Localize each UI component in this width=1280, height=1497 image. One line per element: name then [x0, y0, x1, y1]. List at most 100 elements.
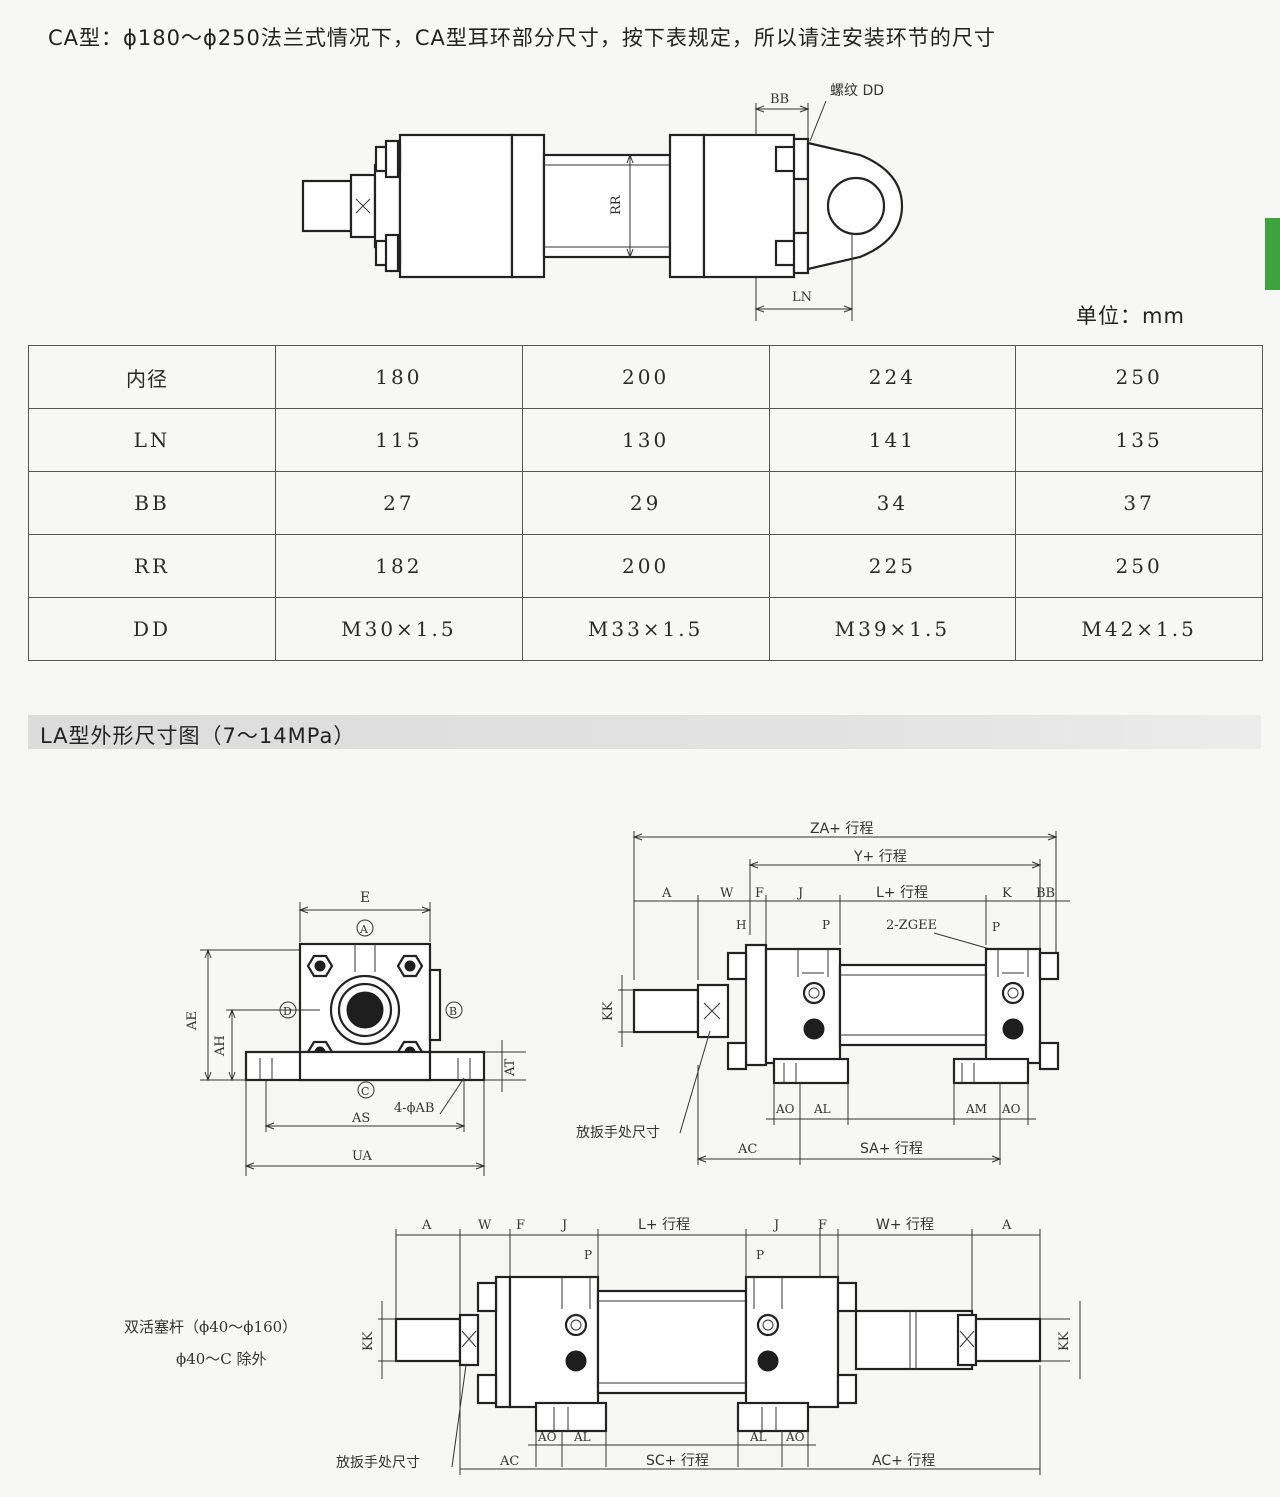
double-ac1-label: AC: [499, 1454, 519, 1469]
table-cell: 200: [521, 534, 770, 598]
port-c-label: C: [361, 1085, 369, 1098]
ah-label: AH: [213, 1035, 228, 1057]
ln-label: LN: [792, 290, 812, 305]
double-ao1-label: AO: [537, 1430, 557, 1444]
double-rod-note-line2: ϕ40～C 除外: [176, 1350, 267, 1368]
ae-label: AE: [185, 1011, 200, 1031]
page-heading: CA型：ϕ180～ϕ250法兰式情况下，CA型耳环部分尺寸，按下表规定，所以请注…: [48, 26, 996, 50]
table-cell: 180: [275, 345, 523, 409]
double-rod-note-line1: 双活塞杆（ϕ40～ϕ160）: [124, 1318, 298, 1336]
double-al1-label: AL: [573, 1430, 591, 1444]
table-row: BB 27 29 34 37: [28, 471, 1263, 535]
table-cell: 130: [521, 408, 770, 472]
side-bb-label: BB: [1036, 886, 1055, 901]
table-row: RR 182 200 225 250: [28, 534, 1263, 598]
at-label: AT: [503, 1058, 518, 1077]
double-al2-label: AL: [749, 1430, 767, 1444]
bb-label: BB: [770, 92, 789, 107]
port-b-label: B: [449, 1005, 457, 1018]
table-cell: M39×1.5: [768, 597, 1017, 661]
side-f-label: F: [755, 886, 764, 901]
table-row: 内径 180 200 224 250: [28, 345, 1263, 409]
side-w-label: W: [720, 886, 734, 901]
row-header: BB: [28, 471, 276, 535]
dd-thread-label: 螺纹 DD: [830, 83, 884, 99]
table-cell: 250: [1015, 534, 1263, 598]
side-h-label: H: [736, 918, 746, 932]
table-row: DD M30×1.5 M33×1.5 M39×1.5 M42×1.5: [28, 597, 1263, 661]
table-cell: 115: [275, 408, 523, 472]
section-bar: [28, 715, 1261, 749]
side-ac-label: AC: [737, 1142, 757, 1157]
row-header: 内径: [28, 345, 276, 409]
as-label: AS: [351, 1111, 370, 1126]
row-header: DD: [28, 597, 276, 661]
side-p2-label: P: [992, 920, 1000, 934]
double-w1-label: W: [478, 1218, 492, 1233]
port-d-label: D: [283, 1005, 292, 1018]
side-j-label: J: [796, 886, 803, 901]
unit-label: 单位：mm: [1076, 304, 1185, 328]
table-row: LN 115 130 141 135: [28, 408, 1263, 472]
la-double-rod-drawing: A W F J L+ 行程 J F W+ 行程 A P P: [336, 1217, 1081, 1475]
table-cell: 250: [1015, 345, 1263, 409]
double-f2-label: F: [818, 1218, 827, 1233]
green-page-tab: [1265, 218, 1280, 290]
y-label: Y+ 行程: [853, 849, 907, 865]
side-kk-label: KK: [601, 1001, 616, 1021]
table-cell: M42×1.5: [1015, 597, 1263, 661]
side-ao1-label: AO: [775, 1102, 795, 1116]
ab-label: 4-ϕAB: [394, 1101, 434, 1116]
zgee-label: 2-ZGEE: [886, 918, 937, 933]
double-kk2-label: KK: [1057, 1331, 1072, 1351]
side-al-label: AL: [813, 1102, 831, 1116]
la-front-view-drawing: E A B D C AE: [185, 890, 526, 1176]
double-a2-label: A: [1001, 1218, 1012, 1233]
table-cell: M30×1.5: [275, 597, 523, 661]
table-cell: M33×1.5: [521, 597, 770, 661]
double-wrench-label: 放扳手处尺寸: [336, 1455, 420, 1471]
double-f1-label: F: [516, 1218, 525, 1233]
table-cell: 225: [768, 534, 1017, 598]
side-am-label: AM: [965, 1102, 987, 1116]
section-title: LA型外形尺寸图（7～14MPa）: [40, 724, 356, 748]
side-k-label: K: [1002, 886, 1012, 901]
ca-clevis-drawing: RR BB 螺纹 DD LN: [301, 83, 904, 321]
row-header: RR: [28, 534, 276, 598]
table-cell: 27: [275, 471, 523, 535]
table-cell: 34: [768, 471, 1017, 535]
double-ac2-label: AC+ 行程: [872, 1453, 935, 1469]
double-w2-label: W+ 行程: [876, 1217, 934, 1233]
side-a-label: A: [661, 886, 672, 901]
za-label: ZA+ 行程: [810, 821, 873, 837]
rr-label: RR: [609, 194, 624, 215]
side-ao2-label: AO: [1001, 1102, 1021, 1116]
row-header: LN: [28, 408, 276, 472]
port-a-label: A: [359, 923, 369, 936]
la-side-view-drawing: ZA+ 行程 Y+ 行程 A W F J L+ 行程 K BB H P 2-ZG…: [576, 821, 1070, 1165]
double-l-label: L+ 行程: [638, 1217, 690, 1233]
double-j1-label: J: [560, 1218, 567, 1233]
side-sa-label: SA+ 行程: [860, 1141, 923, 1157]
side-wrench-label: 放扳手处尺寸: [576, 1125, 660, 1141]
table-cell: 29: [521, 471, 770, 535]
double-p2-label: P: [756, 1248, 764, 1262]
double-kk1-label: KK: [361, 1331, 376, 1351]
table-cell: 200: [521, 345, 770, 409]
table-cell: 182: [275, 534, 523, 598]
ua-label: UA: [352, 1149, 373, 1164]
table-cell: 224: [768, 345, 1017, 409]
e-label: E: [360, 890, 370, 906]
side-l-label: L+ 行程: [876, 885, 928, 901]
double-ao2-label: AO: [785, 1430, 805, 1444]
clevis-dimension-table: 内径 180 200 224 250 LN 115 130 141 135 BB…: [28, 345, 1263, 661]
double-a1-label: A: [421, 1218, 432, 1233]
side-p1-label: P: [822, 918, 830, 932]
double-p1-label: P: [584, 1248, 592, 1262]
double-j2-label: J: [772, 1218, 779, 1233]
table-cell: 135: [1015, 408, 1263, 472]
table-cell: 141: [768, 408, 1017, 472]
double-sc-label: SC+ 行程: [646, 1453, 709, 1469]
table-cell: 37: [1015, 471, 1263, 535]
